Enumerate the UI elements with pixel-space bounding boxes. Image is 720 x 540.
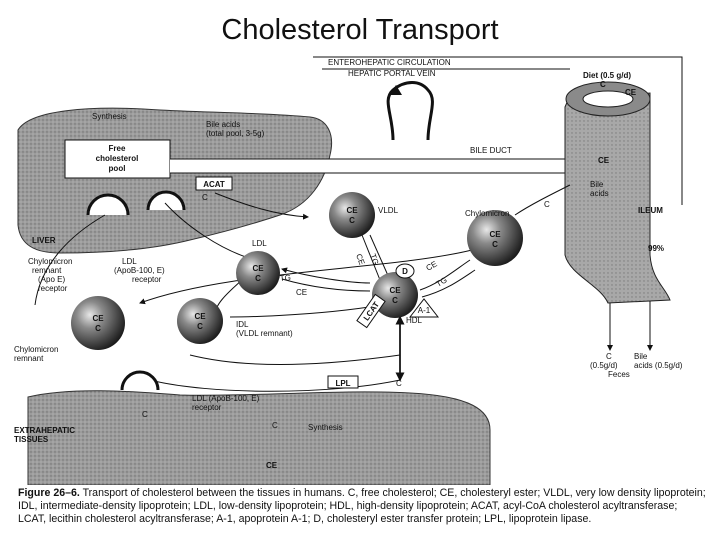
bile-duct-label: BILE DUCT	[470, 146, 512, 155]
svg-text:TG: TG	[435, 275, 449, 288]
svg-text:IDL: IDL	[236, 320, 249, 329]
caption-text: Transport of cholesterol between the tis…	[18, 487, 706, 525]
svg-text:acids (0.5g/d): acids (0.5g/d)	[634, 361, 683, 370]
svg-text:CE: CE	[346, 206, 358, 215]
svg-text:Bile: Bile	[590, 180, 604, 189]
svg-text:C: C	[492, 240, 498, 249]
svg-text:CE: CE	[425, 259, 439, 272]
liver-synthesis-label: Synthesis	[92, 112, 127, 121]
chylomicron-remnant-receptor	[86, 193, 130, 216]
lcat-box	[356, 293, 386, 329]
svg-text:C: C	[142, 410, 148, 419]
cholesterol-transport-diagram: ENTEROHEPATIC CIRCULATION HEPATIC PORTAL…	[10, 55, 710, 485]
enterohepatic-label: ENTEROHEPATIC CIRCULATION	[328, 58, 451, 67]
svg-text:C: C	[600, 80, 606, 89]
svg-text:C: C	[392, 296, 398, 305]
ldl-receptor-liver	[146, 190, 186, 211]
svg-text:CE: CE	[266, 461, 278, 470]
liver-label: LIVER	[32, 236, 56, 245]
svg-text:C: C	[255, 274, 261, 283]
chylomicron-remnant-particle	[71, 296, 125, 350]
svg-text:LDL (ApoB-100, E): LDL (ApoB-100, E)	[192, 394, 260, 403]
svg-text:C: C	[606, 352, 612, 361]
ileum-tube	[564, 92, 671, 304]
svg-text:receptor: receptor	[132, 275, 162, 284]
svg-text:CE: CE	[92, 314, 104, 323]
svg-text:CE: CE	[625, 88, 637, 97]
diagram-svg: ENTEROHEPATIC CIRCULATION HEPATIC PORTAL…	[14, 56, 683, 485]
svg-text:(Apo E): (Apo E)	[38, 275, 65, 284]
svg-text:TG: TG	[368, 253, 380, 267]
svg-text:acids: acids	[590, 189, 609, 198]
diet-label: Diet (0.5 g/d)	[583, 71, 631, 80]
svg-text:A-1: A-1	[418, 306, 431, 315]
free-cholesterol-pool-box	[64, 139, 171, 179]
enterohepatic-loop	[313, 56, 683, 205]
hdl-label: HDL	[406, 316, 423, 325]
ileum-label: ILEUM	[638, 206, 663, 215]
svg-text:CE: CE	[252, 264, 264, 273]
chylomicron-label: Chylomicron	[465, 209, 509, 218]
svg-text:(total pool, 3-5g): (total pool, 3-5g)	[206, 129, 265, 138]
svg-text:CE: CE	[354, 253, 366, 267]
chylomicron-particle	[467, 210, 523, 266]
svg-text:Synthesis: Synthesis	[308, 423, 343, 432]
cetp-d-circle	[395, 263, 415, 279]
extrahepatic-tissue-shape	[27, 390, 491, 485]
feces-label: Feces	[608, 370, 630, 379]
apo-a1-triangle	[408, 298, 440, 318]
bile-acid-pool-label: Bile acids	[206, 120, 240, 129]
figure-number: Figure 26–6.	[18, 487, 80, 499]
svg-text:99%: 99%	[648, 244, 664, 253]
svg-text:C: C	[544, 200, 550, 209]
svg-text:CE: CE	[489, 230, 501, 239]
svg-text:LDL: LDL	[122, 257, 137, 266]
svg-text:receptor: receptor	[192, 403, 222, 412]
acat-box	[195, 176, 233, 191]
svg-text:Chylomicron: Chylomicron	[28, 257, 72, 266]
svg-text:LPL: LPL	[335, 379, 350, 388]
svg-text:Free: Free	[109, 144, 126, 153]
page-title: Cholesterol Transport	[221, 14, 499, 46]
portal-vein-loop	[386, 81, 434, 141]
idl-particle	[177, 298, 223, 344]
svg-text:C: C	[349, 216, 355, 225]
svg-text:remnant: remnant	[14, 354, 44, 363]
svg-text:Bile: Bile	[634, 352, 648, 361]
svg-text:CE: CE	[598, 156, 610, 165]
lpl-box	[327, 375, 359, 389]
svg-text:pool: pool	[109, 164, 126, 173]
svg-text:C: C	[95, 324, 101, 333]
svg-text:cholesterol: cholesterol	[96, 154, 139, 163]
svg-text:C: C	[272, 421, 278, 430]
svg-text:CE: CE	[296, 288, 307, 297]
vldl-particle	[329, 192, 375, 238]
figure-caption: Figure 26–6. Transport of cholesterol be…	[18, 487, 706, 526]
ldl-label: LDL	[252, 239, 267, 248]
svg-text:Chylomicron: Chylomicron	[14, 345, 58, 354]
svg-text:D: D	[402, 267, 408, 276]
svg-text:remnant: remnant	[32, 266, 62, 275]
svg-text:(VLDL remnant): (VLDL remnant)	[236, 329, 293, 338]
svg-text:ACAT: ACAT	[203, 180, 225, 189]
svg-text:receptor: receptor	[38, 284, 68, 293]
svg-text:TISSUES: TISSUES	[14, 435, 49, 444]
svg-text:TG: TG	[279, 273, 291, 283]
liver-shape	[17, 107, 333, 254]
vldl-label: VLDL	[378, 206, 399, 215]
svg-text:(0.5g/d): (0.5g/d)	[590, 361, 618, 370]
ldl-particle	[236, 251, 280, 295]
svg-text:(ApoB-100, E): (ApoB-100, E)	[114, 266, 165, 275]
bile-duct	[170, 158, 566, 174]
svg-text:CE: CE	[194, 312, 206, 321]
svg-text:C: C	[202, 193, 208, 202]
hdl-particle	[372, 272, 418, 318]
extrahepatic-label: EXTRAHEPATIC	[14, 426, 75, 435]
ldl-receptor-extrahepatic	[120, 370, 160, 391]
svg-text:C: C	[396, 379, 402, 388]
svg-text:CE: CE	[389, 286, 401, 295]
portal-vein-label: HEPATIC PORTAL VEIN	[348, 69, 436, 78]
svg-text:C: C	[197, 322, 203, 331]
